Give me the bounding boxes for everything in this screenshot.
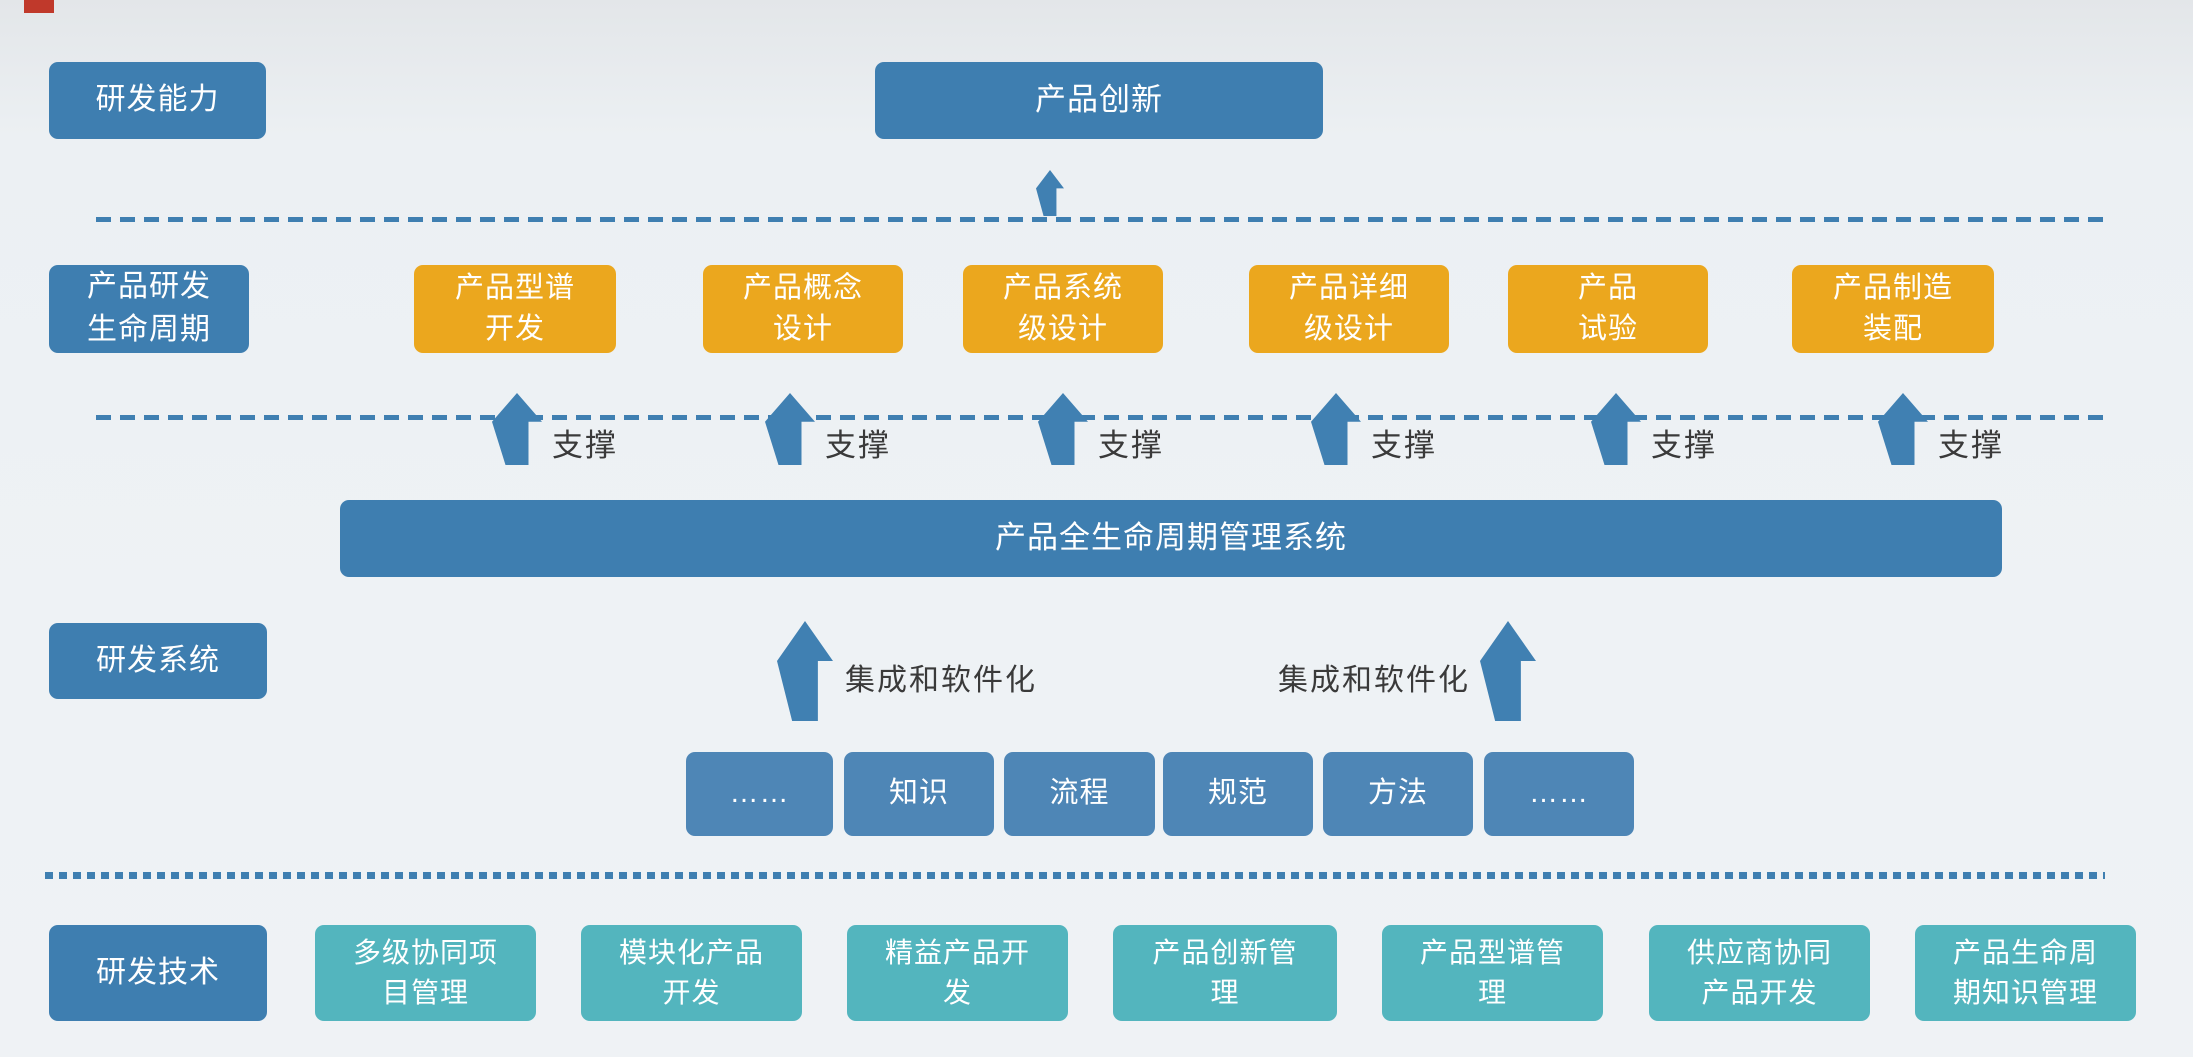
- support-arrow-icon: [492, 393, 542, 465]
- boundary-dashed-line-middle: [96, 415, 2105, 420]
- integration-arrow-icon: [1480, 621, 1536, 721]
- support-arrow-icon: [765, 393, 815, 465]
- support-label: 支撑: [1371, 428, 1437, 463]
- side-label-lifecycle: 产品研发 生命周期: [49, 265, 249, 353]
- technology-box: 精益产品开 发: [847, 925, 1068, 1021]
- boundary-dashed-line-top: [96, 217, 2105, 222]
- technology-box: 产品型谱管 理: [1382, 925, 1603, 1021]
- support-label: 支撑: [1938, 428, 2004, 463]
- system-element-box: ……: [1484, 752, 1634, 836]
- support-arrow-icon: [1038, 393, 1088, 465]
- support-label: 支撑: [552, 428, 618, 463]
- system-element-box: ……: [686, 752, 833, 836]
- stage-box: 产品系统 级设计: [963, 265, 1163, 353]
- stage-box: 产品型谱 开发: [414, 265, 616, 353]
- support-label: 支撑: [825, 428, 891, 463]
- technology-box: 多级协同项 目管理: [315, 925, 536, 1021]
- technology-box: 产品创新管 理: [1113, 925, 1337, 1021]
- stage-box: 产品概念 设计: [703, 265, 903, 353]
- system-element-box: 知识: [844, 752, 994, 836]
- support-arrow-icon: [1878, 393, 1928, 465]
- stage-box: 产品制造 装配: [1792, 265, 1994, 353]
- support-label: 支撑: [1651, 428, 1717, 463]
- technology-box: 产品生命周 期知识管理: [1915, 925, 2136, 1021]
- technology-box: 供应商协同 产品开发: [1649, 925, 1870, 1021]
- side-label-rd-technology: 研发技术: [49, 925, 267, 1021]
- support-arrow-icon: [1591, 393, 1641, 465]
- system-element-box: 方法: [1323, 752, 1473, 836]
- support-label: 支撑: [1098, 428, 1164, 463]
- support-arrow-icon: [1311, 393, 1361, 465]
- side-label-rd-system: 研发系统: [49, 623, 267, 699]
- side-label-rd-capability: 研发能力: [49, 62, 266, 139]
- system-element-box: 规范: [1163, 752, 1313, 836]
- system-element-box: 流程: [1004, 752, 1155, 836]
- plm-system-bar: 产品全生命周期管理系统: [340, 500, 2002, 577]
- integration-arrow-icon: [777, 621, 833, 721]
- integration-label: 集成和软件化: [845, 664, 1037, 697]
- integration-label: 集成和软件化: [1278, 664, 1470, 697]
- product-innovation-box: 产品创新: [875, 62, 1323, 139]
- technology-box: 模块化产品 开发: [581, 925, 802, 1021]
- stage-box: 产品 试验: [1508, 265, 1708, 353]
- stage-box: 产品详细 级设计: [1249, 265, 1449, 353]
- corner-red-marker: [24, 0, 54, 13]
- boundary-dotted-line-bottom: [45, 872, 2105, 879]
- up-arrow-icon: [1036, 170, 1064, 216]
